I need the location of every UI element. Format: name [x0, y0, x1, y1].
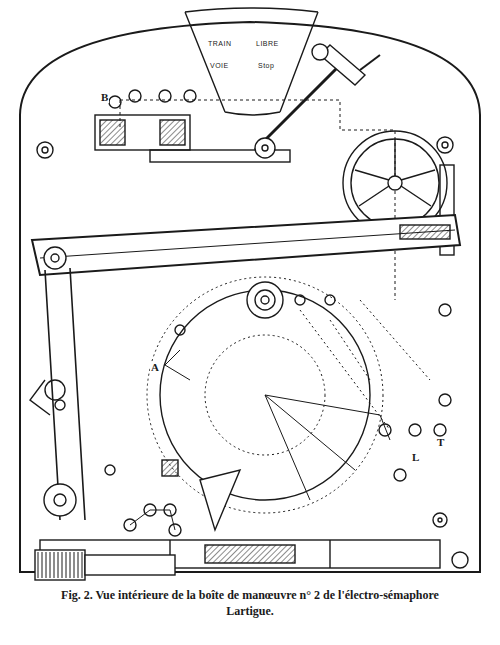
figure-caption: Fig. 2. Vue intérieure de la boîte de ma…	[40, 588, 460, 619]
reference-letter: T	[436, 437, 445, 448]
dial-indication: TRAIN	[208, 40, 232, 47]
reference-letter: A	[150, 362, 160, 373]
dial-indication: VOIE	[210, 62, 229, 69]
dial-indication: LIBRE	[256, 40, 279, 47]
reference-letter: B	[100, 92, 109, 103]
dial-indication: Stop	[258, 62, 274, 69]
reference-letter: L	[411, 452, 420, 463]
